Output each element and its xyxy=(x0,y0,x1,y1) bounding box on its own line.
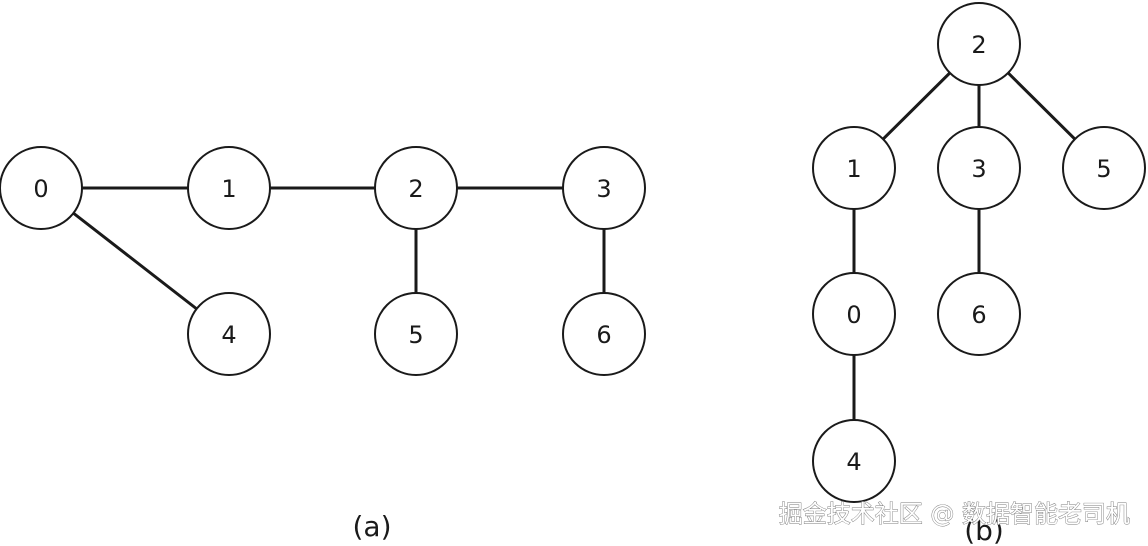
node-b-1: 1 xyxy=(812,126,896,210)
node-a-4-circle xyxy=(187,292,271,376)
graph-b-nodes: 2 1 3 5 0 6 4 xyxy=(812,2,1146,503)
node-b-1-circle xyxy=(812,126,896,210)
node-b-5-circle xyxy=(1062,126,1146,210)
watermark: 掘金技术社区 @ 数据智能老司机 xyxy=(779,500,1130,528)
caption-a: (a) xyxy=(352,510,391,543)
node-b-4-circle xyxy=(812,419,896,503)
node-b-5-label: 5 xyxy=(1096,155,1111,183)
node-b-3-label: 3 xyxy=(971,155,986,183)
node-b-3: 3 xyxy=(937,126,1021,210)
node-a-6-circle xyxy=(562,292,646,376)
node-a-5-circle xyxy=(374,292,458,376)
node-a-3: 3 xyxy=(562,146,646,230)
graph-a-nodes: 0 1 2 3 4 5 6 xyxy=(0,146,646,376)
node-b-2-label: 2 xyxy=(971,31,986,59)
node-b-0-label: 0 xyxy=(846,301,861,329)
node-a-5-label: 5 xyxy=(408,321,423,349)
caption-b: (b) xyxy=(964,514,1004,546)
node-a-0: 0 xyxy=(0,146,83,230)
node-b-3-circle xyxy=(937,126,1021,210)
node-b-4-label: 4 xyxy=(846,448,861,476)
node-a-2: 2 xyxy=(374,146,458,230)
node-a-2-label: 2 xyxy=(408,175,423,203)
node-a-0-circle xyxy=(0,146,83,230)
node-b-2: 2 xyxy=(937,2,1021,86)
node-a-4: 4 xyxy=(187,292,271,376)
node-a-6-label: 6 xyxy=(596,321,611,349)
node-a-3-label: 3 xyxy=(596,175,611,203)
node-a-1: 1 xyxy=(187,146,271,230)
node-a-6: 6 xyxy=(562,292,646,376)
node-a-3-circle xyxy=(562,146,646,230)
node-a-5: 5 xyxy=(374,292,458,376)
node-b-4: 4 xyxy=(812,419,896,503)
node-a-2-circle xyxy=(374,146,458,230)
node-b-2-circle xyxy=(937,2,1021,86)
node-b-6: 6 xyxy=(937,272,1021,356)
node-b-1-label: 1 xyxy=(846,155,861,183)
node-a-1-circle xyxy=(187,146,271,230)
node-b-5: 5 xyxy=(1062,126,1146,210)
node-b-6-circle xyxy=(937,272,1021,356)
graph-a-edges xyxy=(39,186,606,336)
node-a-0-label: 0 xyxy=(33,175,48,203)
node-a-1-label: 1 xyxy=(221,175,236,203)
node-b-6-label: 6 xyxy=(971,301,986,329)
node-a-4-label: 4 xyxy=(221,321,236,349)
node-b-0: 0 xyxy=(812,272,896,356)
node-b-0-circle xyxy=(812,272,896,356)
graph-b-edges xyxy=(852,42,1106,463)
